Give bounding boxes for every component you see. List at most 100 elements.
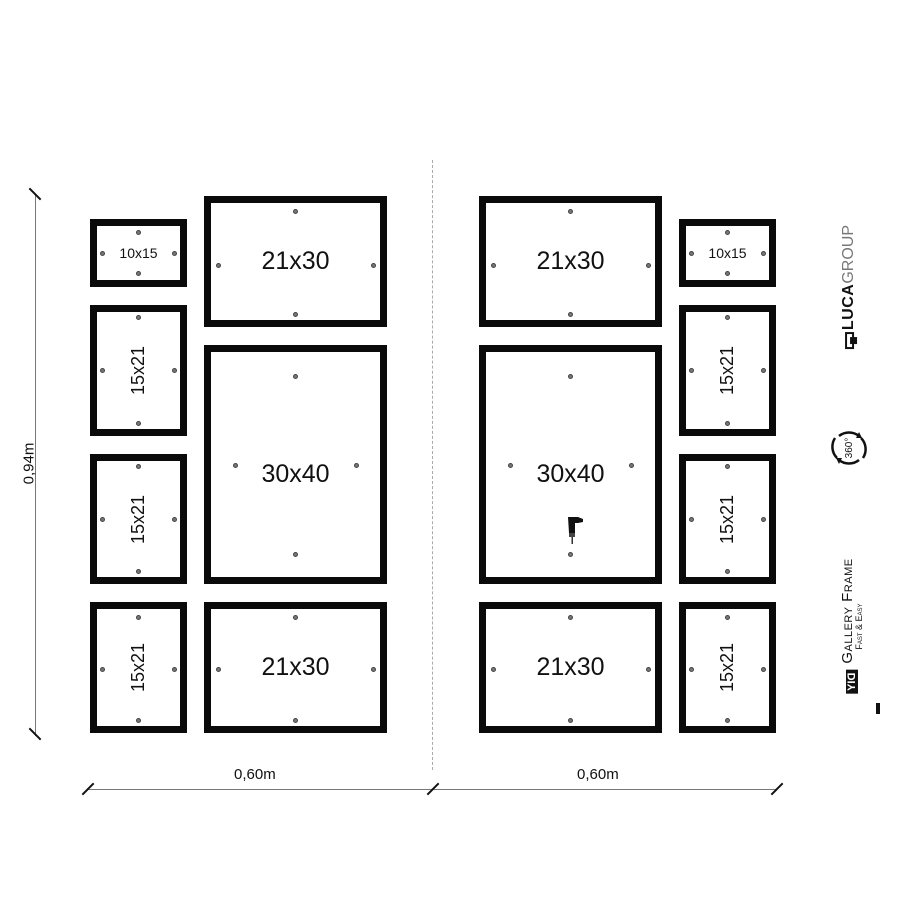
frame-left-large-2[interactable]: 30x40	[204, 345, 387, 584]
frame-left-large-3[interactable]: 21x30	[204, 602, 387, 733]
company-name-light: GROUP	[840, 225, 857, 284]
pin-right	[172, 251, 177, 256]
pin-right	[761, 667, 766, 672]
pin-bottom	[293, 552, 298, 557]
frame-right-large-3[interactable]: 21x30	[479, 602, 662, 733]
pin-left	[216, 263, 221, 268]
luca-group-logo: LUCA GROUP	[838, 225, 860, 350]
pin-left	[491, 263, 496, 268]
frame-size-label: 15x21	[716, 494, 737, 544]
product-tagline: Fast & Easy	[854, 603, 864, 650]
pin-top	[568, 209, 573, 214]
pin-top	[136, 615, 141, 620]
pin-left	[100, 517, 105, 522]
pin-right	[761, 368, 766, 373]
pin-left	[100, 368, 105, 373]
frame-size-label: 30x40	[536, 460, 605, 488]
pin-top	[568, 374, 573, 379]
pin-bottom	[725, 421, 730, 426]
pin-bottom	[136, 718, 141, 723]
frame-size-label: 15x21	[127, 345, 148, 396]
pin-left	[508, 463, 513, 468]
frame-size-label: 15x21	[127, 494, 148, 544]
frame-size-label: 21x30	[536, 653, 605, 681]
product-text: Gallery Frame Fast & Easy	[839, 558, 864, 664]
pin-bottom	[136, 569, 141, 574]
pin-top	[725, 315, 730, 320]
pin-right	[172, 368, 177, 373]
pin-right	[761, 517, 766, 522]
pin-left	[689, 251, 694, 256]
pin-right	[646, 263, 651, 268]
pin-right	[646, 667, 651, 672]
pin-left	[233, 463, 238, 468]
pin-top	[293, 615, 298, 620]
rotate-arrows-icon	[831, 431, 867, 465]
rotation-360-badge: 360°	[829, 428, 869, 468]
pin-bottom	[568, 552, 573, 557]
frame-right-small-4[interactable]: 15x21	[679, 602, 776, 733]
frame-right-large-1[interactable]: 21x30	[479, 196, 662, 327]
width-left-label: 0,60m	[234, 766, 276, 783]
pin-right	[761, 251, 766, 256]
frame-right-small-1[interactable]: 10x15	[679, 219, 776, 287]
pin-top	[725, 230, 730, 235]
pin-left	[689, 517, 694, 522]
frame-left-small-3[interactable]: 15x21	[90, 454, 187, 584]
frame-left-small-4[interactable]: 15x21	[90, 602, 187, 733]
frame-left-small-2[interactable]: 15x21	[90, 305, 187, 436]
frame-left-large-1[interactable]: 21x30	[204, 196, 387, 327]
frame-right-small-2[interactable]: 15x21	[679, 305, 776, 436]
frame-size-label: 21x30	[261, 653, 330, 681]
frame-right-small-3[interactable]: 15x21	[679, 454, 776, 584]
frame-size-label: 21x30	[261, 247, 330, 275]
product-title: Gallery Frame	[839, 558, 856, 664]
frame-right-large-2[interactable]: 30x40	[479, 345, 662, 584]
pin-left	[689, 667, 694, 672]
frame-size-label: 10x15	[119, 245, 158, 261]
pin-left	[100, 251, 105, 256]
pin-bottom	[136, 271, 141, 276]
height-dimension-line	[35, 194, 36, 736]
logo-square-icon	[844, 332, 857, 350]
pin-bottom	[725, 569, 730, 574]
diy-badge: DIY	[846, 669, 858, 694]
pin-top	[725, 615, 730, 620]
pin-right	[371, 263, 376, 268]
pin-top	[725, 464, 730, 469]
pin-top	[136, 230, 141, 235]
pin-top	[136, 315, 141, 320]
pin-left	[100, 667, 105, 672]
drill-icon	[568, 517, 583, 544]
pin-right	[371, 667, 376, 672]
rotation-360-label: 360°	[843, 437, 855, 459]
pin-bottom	[293, 312, 298, 317]
pin-bottom	[568, 312, 573, 317]
pin-top	[568, 615, 573, 620]
center-divider-line	[432, 160, 433, 770]
frame-size-label: 15x21	[716, 345, 737, 396]
pin-bottom	[293, 718, 298, 723]
pin-right	[172, 667, 177, 672]
pin-top	[293, 209, 298, 214]
pin-right	[354, 463, 359, 468]
pin-bottom	[136, 421, 141, 426]
frame-left-small-1[interactable]: 10x15	[90, 219, 187, 287]
pin-top	[293, 374, 298, 379]
pin-left	[491, 667, 496, 672]
pin-right	[629, 463, 634, 468]
pin-left	[216, 667, 221, 672]
frame-size-label: 10x15	[708, 245, 747, 261]
pin-bottom	[568, 718, 573, 723]
pin-bottom	[725, 271, 730, 276]
frame-size-label: 30x40	[261, 460, 330, 488]
pin-left	[689, 368, 694, 373]
pin-top	[136, 464, 141, 469]
company-name-bold: LUCA	[840, 283, 857, 331]
pin-right	[172, 517, 177, 522]
height-dimension-label: 0,94m	[20, 442, 38, 485]
frame-size-label: 15x21	[127, 642, 148, 693]
pin-bottom	[725, 718, 730, 723]
width-right-label: 0,60m	[577, 766, 619, 783]
gallery-frame-logo: DIY Gallery Frame Fast & Easy	[834, 534, 870, 694]
